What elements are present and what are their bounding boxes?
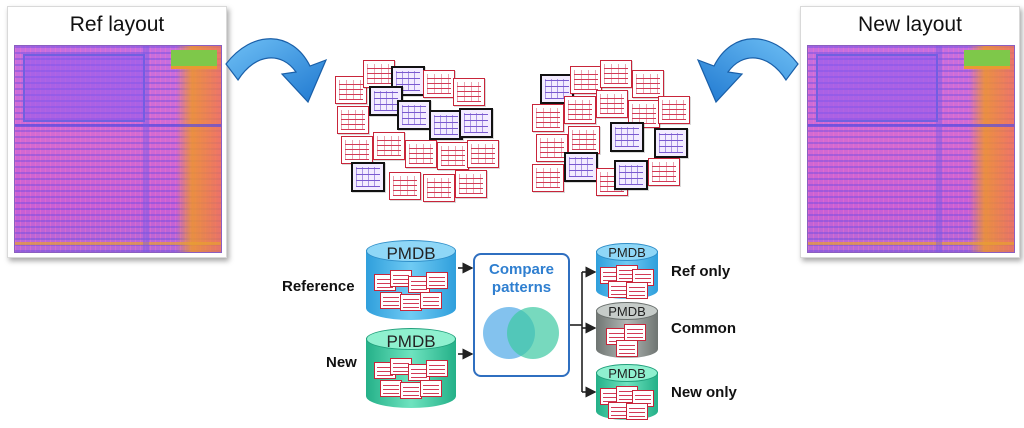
pattern-tile (341, 136, 373, 164)
flow-arrows (458, 262, 597, 398)
ref-pattern-cluster (335, 60, 505, 210)
compare-title: Compare patterns (475, 261, 568, 297)
new-pmdb: PMDB (366, 328, 456, 408)
pattern-tile-highlighted (614, 160, 648, 190)
pattern-tile (389, 172, 421, 200)
pattern-tile (423, 174, 455, 202)
pattern-tile (405, 140, 437, 168)
pattern-tile (437, 142, 469, 170)
ref-only-pmdb: PMDB (596, 243, 658, 299)
pattern-tile-highlighted (351, 162, 385, 192)
layout-green-region (171, 50, 217, 69)
layout-bar (808, 242, 1014, 245)
curved-arrow-left (225, 38, 328, 104)
pattern-tile (467, 140, 499, 168)
pattern-tile (564, 96, 596, 124)
pattern-tile-highlighted (610, 122, 644, 152)
pattern-tile (532, 164, 564, 192)
ref-layout-title: Ref layout (69, 13, 165, 36)
ref-layout-card: Ref layout (7, 6, 227, 258)
new-label: New (326, 354, 357, 371)
layout-green-region (964, 50, 1010, 69)
new-only-pmdb: PMDB (596, 364, 658, 420)
pattern-tile (600, 60, 632, 88)
common-pmdb: PMDB (596, 302, 658, 358)
layout-bar (15, 242, 221, 245)
layout-block (23, 54, 145, 122)
db-label: PMDB (386, 244, 436, 263)
pattern-tile-highlighted (459, 108, 493, 138)
new-only-label: New only (671, 384, 737, 401)
pattern-tile-highlighted (429, 110, 463, 140)
new-pattern-cluster (530, 60, 695, 210)
pattern-tile-highlighted (397, 100, 431, 130)
db-label: PMDB (608, 304, 646, 319)
venn-diagram (483, 307, 559, 359)
pattern-tile (455, 170, 487, 198)
layout-bar (15, 124, 221, 127)
pattern-tile (532, 104, 564, 132)
reference-pmdb: PMDB (366, 240, 456, 320)
ref-only-label: Ref only (671, 263, 731, 280)
new-layout-title: New layout (858, 13, 962, 36)
compare-title-line2: patterns (491, 279, 552, 296)
pattern-tile (658, 96, 690, 124)
pattern-tile (536, 134, 568, 162)
pattern-tile (632, 70, 664, 98)
pattern-tile-highlighted (564, 152, 598, 182)
ref-layout-image (14, 45, 222, 253)
pattern-tile (335, 76, 367, 104)
db-label: PMDB (386, 332, 436, 351)
pattern-tile (568, 126, 600, 154)
new-layout-card: New layout (800, 6, 1020, 258)
pattern-tile (596, 90, 628, 118)
layout-block (143, 46, 149, 252)
layout-block (816, 54, 938, 122)
db-label: PMDB (608, 245, 646, 260)
pattern-tile (453, 78, 485, 106)
curved-arrow-right (696, 38, 799, 104)
pattern-tile (648, 158, 680, 186)
compare-patterns-box: Compare patterns (473, 253, 570, 377)
db-patterns (374, 358, 448, 404)
venn-right-circle (507, 307, 559, 359)
layout-bar (808, 124, 1014, 127)
pattern-tile (373, 132, 405, 160)
reference-label: Reference (282, 278, 355, 295)
layout-block (936, 46, 942, 252)
compare-title-line1: Compare (488, 261, 555, 278)
pattern-tile (423, 70, 455, 98)
pattern-tile (337, 106, 369, 134)
pattern-tile-highlighted (654, 128, 688, 158)
new-layout-image (807, 45, 1015, 253)
common-label: Common (671, 320, 736, 337)
db-label: PMDB (608, 366, 646, 381)
db-patterns (374, 270, 448, 316)
